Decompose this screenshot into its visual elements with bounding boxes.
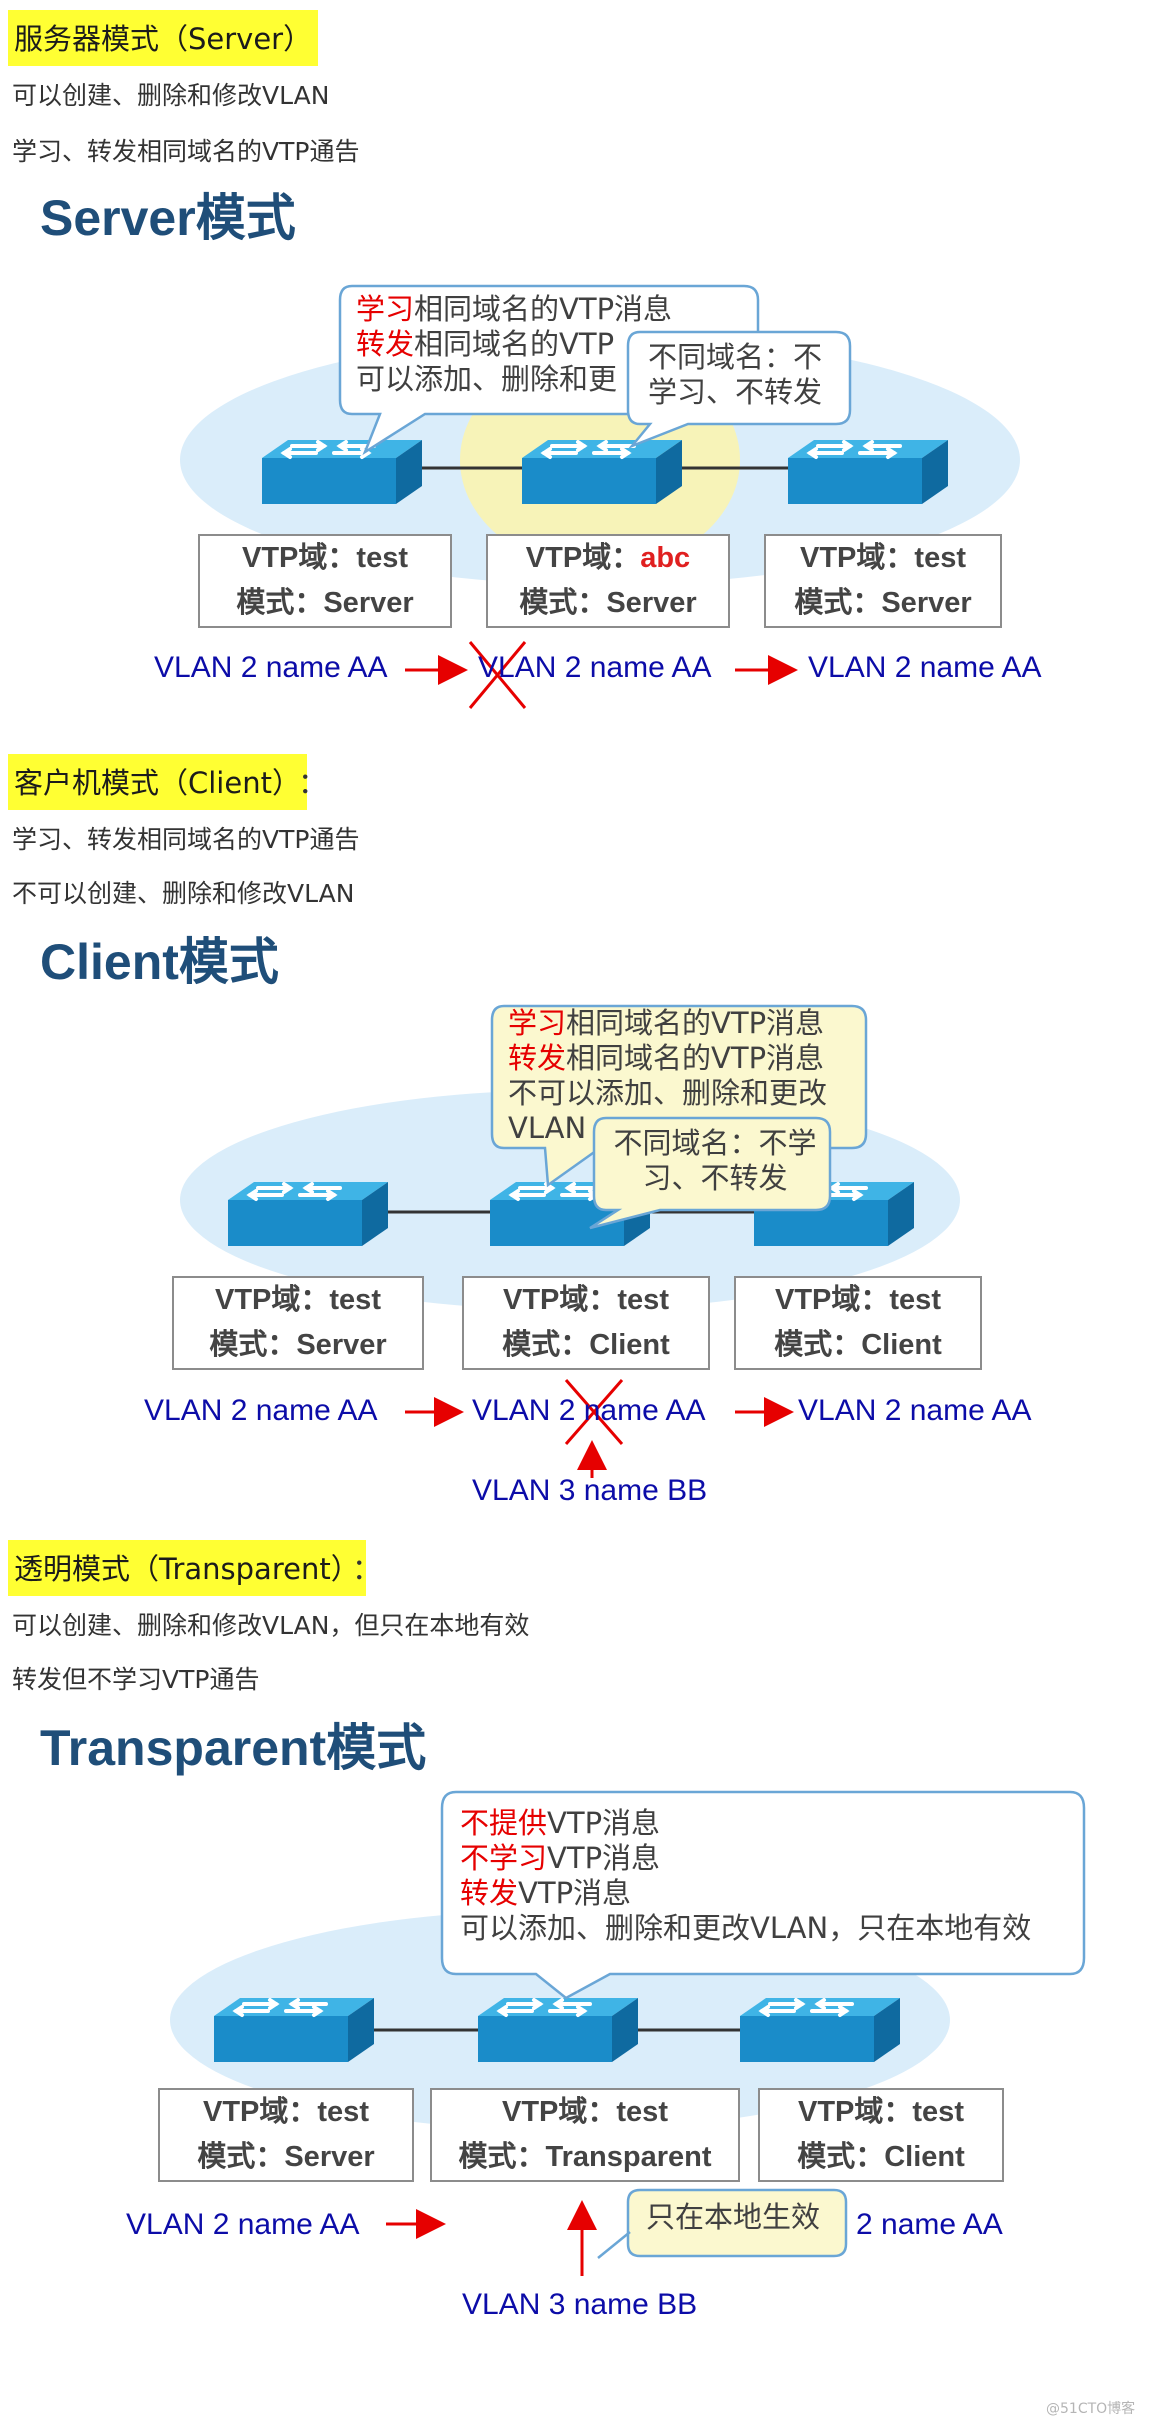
client-vlan-new: VLAN 3 name BB: [472, 1474, 708, 1507]
watermark: @51CTO博客: [1046, 2401, 1136, 2417]
transparent-line-2: 转发但不学习VTP通告: [12, 1665, 260, 1694]
transparent-vlan-new: VLAN 3 name BB: [462, 2288, 698, 2321]
server-bubble-side: 不同域名：不 学习、不转发: [648, 340, 823, 409]
server-line-2: 学习、转发相同域名的VTP通告: [12, 137, 360, 166]
transparent-switch-1: [214, 1998, 374, 2062]
transparent-label-2: VTP域：test 模式：Transparent: [430, 2088, 740, 2182]
server-mode-heading: 服务器模式（Server）: [8, 10, 319, 66]
client-label-2: VTP域：test 模式：Client: [462, 1276, 710, 1370]
transparent-vlan-1: VLAN 2 name AA: [126, 2208, 360, 2241]
server-switch-1: [262, 440, 422, 504]
server-vlan-2: VLAN 2 name AA: [478, 651, 712, 684]
client-switch-1: [228, 1182, 388, 1246]
client-bubble-main: 学习相同域名的VTP消息 转发相同域名的VTP消息 不可以添加、删除和更改 VL…: [508, 1006, 828, 1145]
transparent-label-3: VTP域：test 模式：Client: [758, 2088, 1004, 2182]
transparent-switch-2: [478, 1998, 638, 2062]
server-label-2: VTP域：abc 模式：Server: [486, 534, 730, 628]
server-line-1: 可以创建、删除和修改VLAN: [12, 81, 330, 110]
server-bubble-side-shape: [626, 330, 852, 449]
transparent-switch-3: [740, 1998, 900, 2062]
transparent-label-1: VTP域：test 模式：Server: [158, 2088, 414, 2182]
client-vlan-1: VLAN 2 name AA: [144, 1394, 378, 1427]
transparent-bubble-local: 只在本地生效: [646, 2200, 821, 2234]
transparent-vlan-3-partial: 2 name AA: [856, 2208, 1003, 2241]
client-vlan-3: VLAN 2 name AA: [798, 1394, 1032, 1427]
transparent-diagram: [170, 1790, 1086, 2276]
client-line-2: 不可以创建、删除和修改VLAN: [12, 879, 355, 908]
transparent-title: Transparent模式: [40, 1720, 427, 1776]
client-diagram: [180, 1004, 960, 1478]
transparent-mode-heading: 透明模式（Transparent）: [8, 1540, 366, 1596]
transparent-heading-colon: ：: [352, 1552, 382, 1586]
transparent-bubble-main-shape: [440, 1790, 1086, 2000]
transparent-line-1: 可以创建、删除和修改VLAN，但只在本地有效: [12, 1611, 530, 1640]
client-vlan-2: VLAN 2 name AA: [472, 1394, 706, 1427]
client-mode-heading: 客户机模式（Client）: [8, 754, 307, 810]
server-switch-3: [788, 440, 948, 504]
server-label-1: VTP域：test 模式：Server: [198, 534, 452, 628]
server-bubble-main: 学习相同域名的VTP消息 转发相同域名的VTP 可以添加、删除和更: [356, 292, 673, 396]
client-heading-colon: ：: [298, 766, 328, 800]
client-block-x-b: [564, 1379, 624, 1445]
client-title: Client模式: [40, 934, 279, 990]
client-bubble-side: 不同域名：不学 习、不转发: [613, 1126, 817, 1195]
transparent-bubble-local-tail: [597, 2231, 631, 2259]
server-label-3: VTP域：test 模式：Server: [764, 534, 1002, 628]
server-vlan-1: VLAN 2 name AA: [154, 651, 388, 684]
transparent-bubble-main: 不提供VTP消息 不学习VTP消息 转发VTP消息 可以添加、删除和更改VLAN…: [460, 1806, 1032, 1945]
server-block-x-b: [468, 641, 527, 709]
client-label-3: VTP域：test 模式：Client: [734, 1276, 982, 1370]
server-switch-2: [522, 440, 682, 504]
server-vlan-3: VLAN 2 name AA: [808, 651, 1042, 684]
client-label-1: VTP域：test 模式：Server: [172, 1276, 424, 1370]
server-diagram: [180, 284, 1020, 709]
client-line-1: 学习、转发相同域名的VTP通告: [12, 825, 360, 854]
transparent-bubble-local-shape: [626, 2188, 848, 2258]
client-bubble-side-shape: [589, 1116, 832, 1230]
server-title: Server模式: [40, 190, 296, 246]
